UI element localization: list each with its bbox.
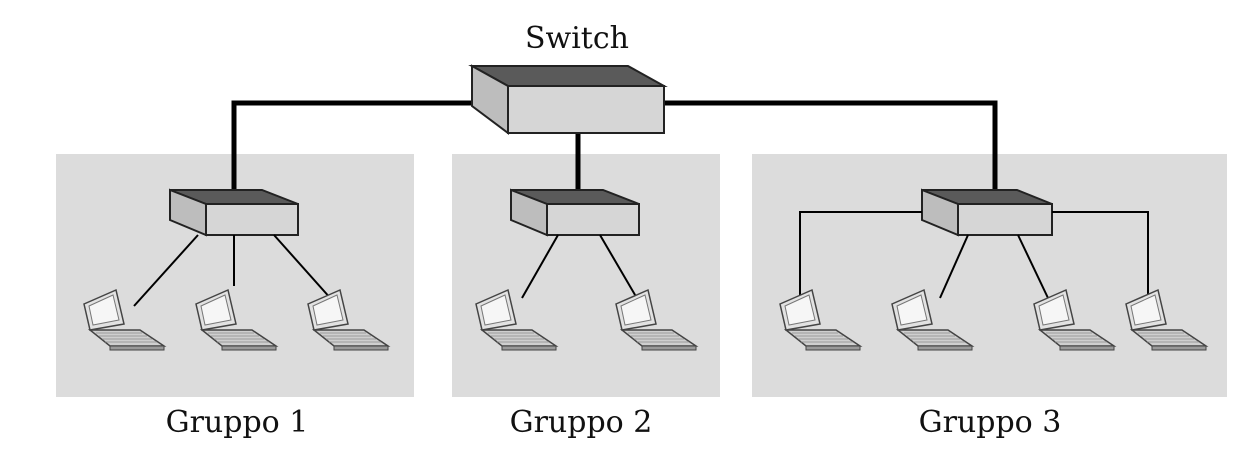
main-switch-label: Switch <box>525 21 629 56</box>
main-switch-icon <box>468 64 668 135</box>
group-2-switch-icon <box>510 188 640 237</box>
group-2-label: Gruppo 2 <box>510 405 653 440</box>
access-links <box>133 211 1149 307</box>
group-1-switch-icon <box>169 188 299 237</box>
group-1-label: Gruppo 1 <box>166 405 309 440</box>
group-3-switch-icon <box>921 188 1053 237</box>
group-3-label: Gruppo 3 <box>919 405 1062 440</box>
backbone-links <box>231 100 998 194</box>
